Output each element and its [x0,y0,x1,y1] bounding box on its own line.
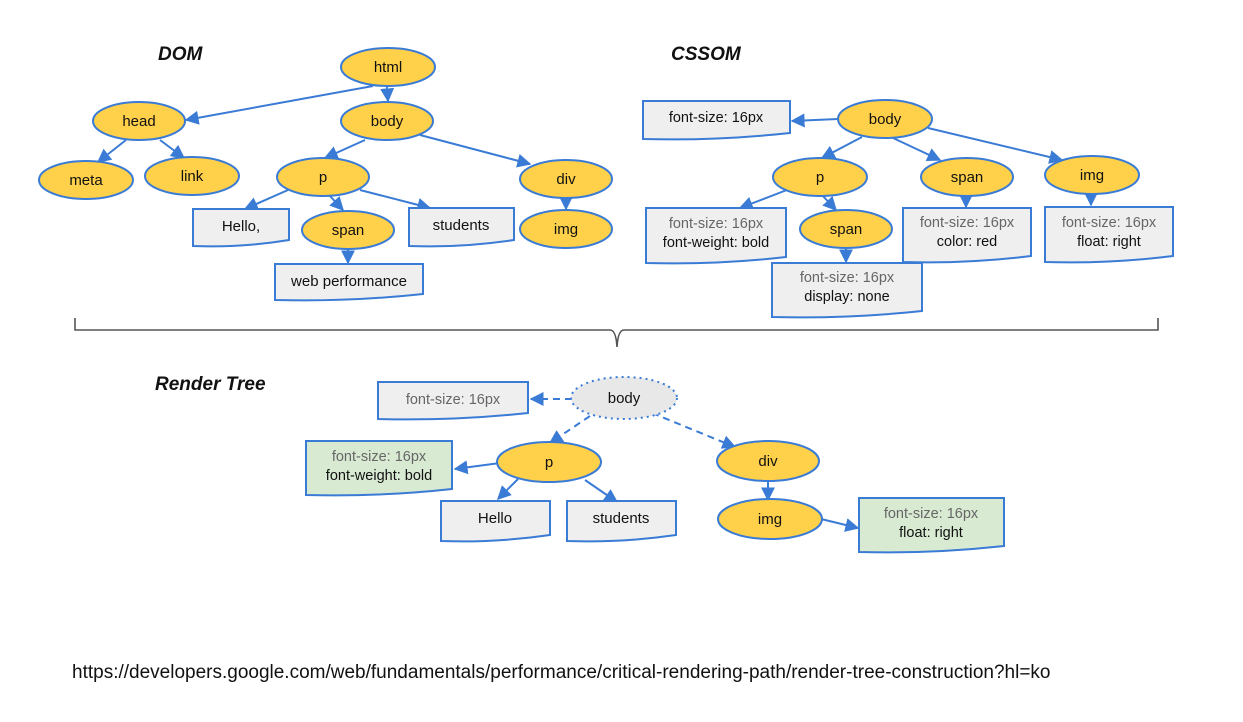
cssom-body-style: font-size: 16px [642,100,791,141]
edge-head-link [159,139,186,159]
render-node-img: img [717,498,823,540]
dom-text-students: students [408,207,515,248]
dom-text-hello: Hello, [192,208,290,248]
edge-p-span [329,195,344,212]
render-text-hello: Hello [440,500,551,543]
render-p-style-2: font-weight: bold [326,468,432,484]
dom-node-html: html [340,47,436,87]
edge-p-pstyle [738,187,793,211]
cssom-node-body: body [837,99,933,139]
render-p-style: font-size: 16px font-weight: bold [305,440,453,497]
render-body-style-text: font-size: 16px [406,392,501,408]
dom-node-head: head [92,101,186,141]
dom-html-label: html [374,59,402,76]
edge-body-p [323,139,366,160]
edge-html-body [380,86,395,103]
edge-body-div [651,412,737,449]
cssom-img-style-2: float: right [1077,234,1141,250]
merge-brace [74,318,1159,348]
render-node-div: div [716,440,820,482]
dom-text-web-performance: web performance [274,263,424,302]
cssom-span-style-2: color: red [937,234,997,250]
dom-meta-label: meta [69,172,103,189]
dom-link-label: link [181,168,204,185]
render-body-style: font-size: 16px [377,381,529,421]
render-img-label: img [758,511,782,528]
render-tree-title: Render Tree [155,374,266,395]
dom-span-label: span [332,222,365,239]
cssom-edges [738,113,1098,264]
cssom-span-style: font-size: 16px color: red [902,207,1032,264]
cssom-node-span: span [920,157,1014,197]
cssom-p-label: p [816,169,824,186]
render-hello-label: Hello [478,510,512,527]
cssom-p-span-style: font-size: 16px display: none [771,262,923,319]
cssom-title: CSSOM [671,44,742,65]
cssom-img-style: font-size: 16px float: right [1044,206,1174,264]
dom-webperf-label: web performance [290,273,407,290]
edge-p-students [584,479,619,503]
dom-head-label: head [122,113,155,130]
cssom-p-span-style-2: display: none [804,289,889,305]
dom-body-label: body [371,113,404,130]
render-img-style-2: float: right [899,525,963,541]
dom-hello-label: Hello, [222,218,260,235]
cssom-body-label: body [869,111,902,128]
dom-node-span: span [301,210,395,250]
cssom-p-span-style-1: font-size: 16px [800,270,895,286]
dom-img-label: img [554,221,578,238]
cssom-img-style-1: font-size: 16px [1062,215,1157,231]
dom-edges [96,85,573,265]
edge-p-hello [243,189,289,211]
edge-body-bodystyle [790,113,839,128]
edge-p-students [359,189,432,212]
edge-p-span [821,194,837,212]
edge-head-meta [96,139,127,163]
edge-body-p [548,415,591,444]
cssom-node-img: img [1044,155,1140,195]
dom-p-label: p [319,169,327,186]
source-url: https://developers.google.com/web/fundam… [72,662,1051,683]
render-text-students: students [566,500,677,543]
edge-p-hello [497,478,519,500]
dom-node-link: link [144,156,240,196]
cssom-p-span-label: span [830,221,863,238]
cssom-node-p: p [772,157,868,197]
cssom-p-style-2: font-weight: bold [663,235,769,251]
dom-node-div: div [519,159,613,199]
render-p-style-1: font-size: 16px [332,449,427,465]
edge-p-pstyle [453,460,501,475]
dom-div-label: div [556,171,576,188]
cssom-span-label: span [951,169,984,186]
edge-img-style [816,517,860,532]
dom-node-p: p [276,157,370,197]
render-node-body: body [570,376,678,420]
render-node-p: p [496,441,602,483]
edge-html-head [184,85,374,125]
edge-body-div [419,134,532,168]
dom-students-label: students [433,217,490,234]
edge-body-p [820,136,863,159]
cssom-node-p-span: span [799,209,893,249]
render-div-label: div [758,453,778,470]
edge-body-span [892,137,942,161]
render-body-label: body [608,390,641,407]
dom-node-meta: meta [38,160,134,200]
render-edges [453,392,860,532]
render-img-style: font-size: 16px float: right [858,497,1005,554]
render-p-label: p [545,454,553,471]
edge-body-img [927,127,1064,164]
cssom-p-style: font-size: 16px font-weight: bold [645,207,787,265]
cssom-body-style-text: font-size: 16px [669,110,764,126]
dom-node-body: body [340,101,434,141]
cssom-p-style-1: font-size: 16px [669,216,764,232]
render-students-label: students [593,510,650,527]
cssom-span-style-1: font-size: 16px [920,215,1015,231]
dom-node-img: img [519,209,613,249]
dom-title: DOM [158,44,204,65]
cssom-img-label: img [1080,167,1104,184]
render-img-style-1: font-size: 16px [884,506,979,522]
